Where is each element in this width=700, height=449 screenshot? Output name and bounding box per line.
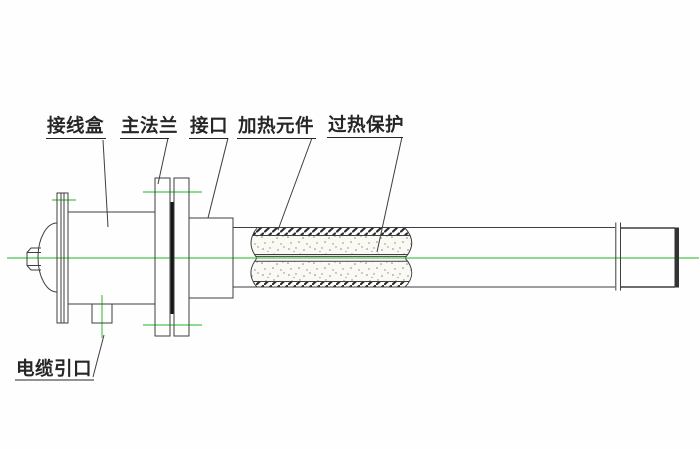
label-main-flange: 主法兰 xyxy=(121,115,178,137)
label-cable-entry: 电缆引口 xyxy=(16,358,92,380)
main-flange-plate-1 xyxy=(154,177,171,337)
label-heating-element: 加热元件 xyxy=(237,115,314,137)
cover-bolt xyxy=(26,247,41,271)
element-core-lines xyxy=(251,235,412,282)
leader-junction-box xyxy=(102,139,109,228)
part-outlines xyxy=(26,177,679,337)
label-port: 接口 xyxy=(190,115,228,137)
flange-gasket xyxy=(170,202,174,314)
label-overheat-protection: 过热保护 xyxy=(328,114,404,136)
junction-box-cover-dome xyxy=(37,222,58,293)
tube-wall-top-hatch xyxy=(251,228,412,236)
port-block xyxy=(188,217,234,299)
part-labels: 接线盒 主法兰 接口 加热元件 过热保护 电缆引口 xyxy=(16,114,404,380)
leader-cable-entry xyxy=(92,334,105,378)
main-flange-plate-2 xyxy=(173,177,190,337)
leader-lines xyxy=(92,136,403,378)
label-junction-box: 接线盒 xyxy=(47,115,104,137)
label-underlines xyxy=(15,137,403,381)
leader-heating-element xyxy=(277,137,313,231)
leader-overheat-protection xyxy=(376,136,403,253)
cable-entry-boss xyxy=(91,303,113,324)
tube-wall-bottom-hatch xyxy=(251,281,412,287)
leader-port xyxy=(207,137,229,219)
tube-end-cap xyxy=(674,227,679,288)
leader-main-flange xyxy=(157,137,169,185)
